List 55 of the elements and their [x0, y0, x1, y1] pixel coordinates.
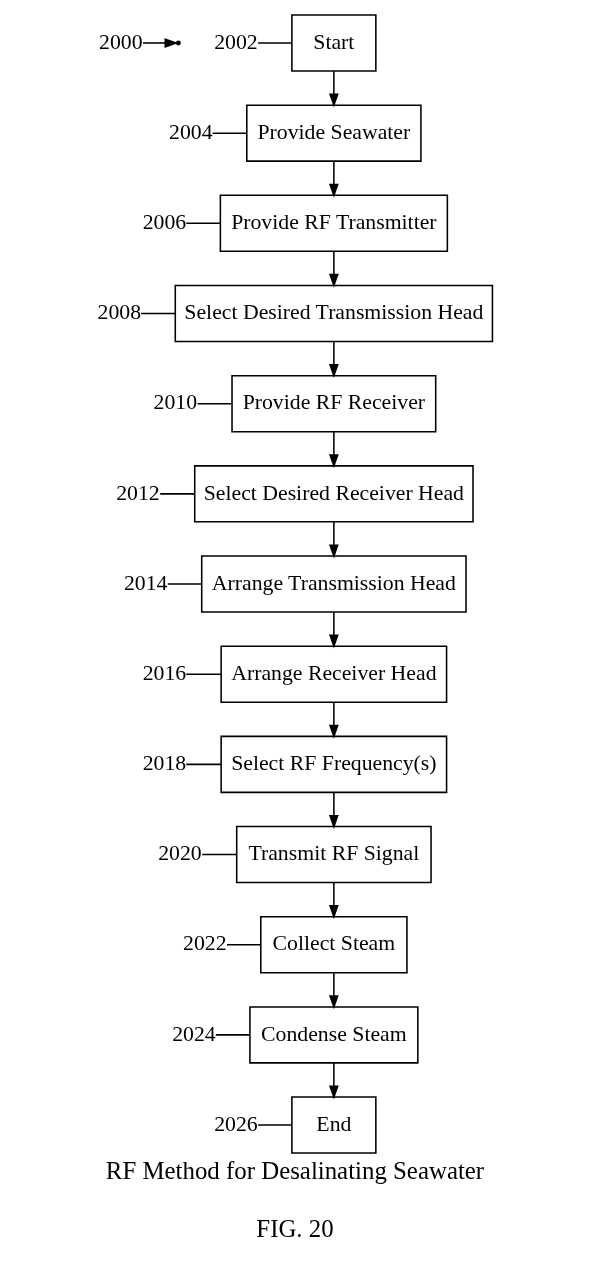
node-text: 2006	[142, 210, 187, 235]
connector	[167, 583, 203, 585]
connector	[201, 853, 238, 856]
arrow	[328, 701, 339, 739]
arrow	[328, 972, 339, 1010]
connector	[140, 312, 176, 315]
node-box: End	[291, 1096, 377, 1154]
node-text: 2012	[116, 480, 160, 505]
connector	[257, 42, 293, 44]
arrow	[328, 431, 339, 469]
node-box: Provide RF Transmitter	[219, 194, 449, 253]
node-box: Arrange Transmission Head	[200, 555, 467, 613]
connector	[196, 402, 233, 405]
arrow	[328, 521, 339, 559]
connector	[226, 943, 262, 946]
node-box: Select Desired Transmission Head	[174, 284, 494, 343]
arrow	[328, 160, 339, 198]
node-text: 2014	[124, 570, 168, 595]
node-text: 2026	[214, 1111, 258, 1136]
node-box: Arrange Receiver Head	[220, 645, 448, 703]
node-text: 2018	[142, 751, 187, 776]
node-text: 2002	[214, 29, 258, 54]
node-text: 2008	[97, 300, 142, 325]
caption: FIG. 20	[256, 1214, 334, 1242]
node-box: Select Desired Receiver Head	[193, 465, 474, 523]
arrow	[328, 881, 339, 920]
connector	[257, 1124, 293, 1126]
connector	[159, 493, 195, 495]
node-box: Start	[291, 14, 377, 72]
node-text: 2022	[183, 931, 227, 956]
arrow	[328, 70, 339, 108]
node-box: Condense Steam	[249, 1006, 419, 1064]
connector	[185, 763, 222, 766]
node-box: Collect Steam	[260, 915, 408, 974]
node-text: 2024	[172, 1021, 216, 1046]
node-text: 2010	[153, 390, 198, 415]
arrow	[328, 340, 339, 379]
arrow	[328, 611, 339, 649]
node-box: Select RF Frequency(s)	[220, 735, 448, 794]
connector	[185, 222, 222, 225]
node-text: 2000	[99, 29, 143, 54]
node-text: 2016	[142, 660, 187, 685]
connector	[185, 673, 222, 675]
arrow	[328, 250, 339, 288]
arrow	[142, 38, 179, 48]
connector	[211, 132, 248, 134]
connector	[215, 1034, 251, 1036]
node-box: Provide RF Receiver	[231, 374, 437, 433]
node-text: 2004	[169, 119, 213, 144]
node-text: 2020	[158, 841, 202, 866]
node-box: Provide Seawater	[246, 104, 422, 162]
diagram-title: RF Method for Desalinating Seawater	[105, 1157, 485, 1185]
node-box: Transmit RF Signal	[235, 825, 432, 884]
arrow	[328, 1062, 339, 1100]
arrow	[328, 791, 339, 829]
